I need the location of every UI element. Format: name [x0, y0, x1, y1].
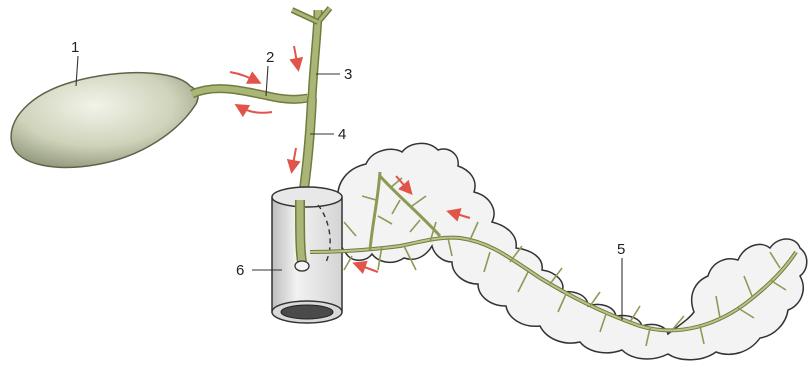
gallbladder	[11, 73, 198, 168]
arrow-hepatic-down	[294, 46, 298, 68]
label-hepatic-duct: 3	[344, 66, 352, 83]
label-common-bile-duct: 4	[338, 126, 346, 143]
arrow-common-duct-down	[292, 148, 296, 170]
duodenum-top-opening	[272, 187, 342, 207]
arrow-into-gallbladder-top	[230, 72, 258, 82]
label-gallbladder: 1	[71, 39, 79, 56]
papilla	[295, 261, 309, 271]
arrow-to-duodenum	[356, 264, 378, 272]
label-duodenum: 6	[236, 262, 244, 279]
label-cystic-duct: 2	[266, 49, 274, 66]
duodenum	[272, 189, 342, 320]
arrow-out-gallbladder	[238, 106, 272, 113]
label-pancreas: 5	[617, 241, 625, 258]
